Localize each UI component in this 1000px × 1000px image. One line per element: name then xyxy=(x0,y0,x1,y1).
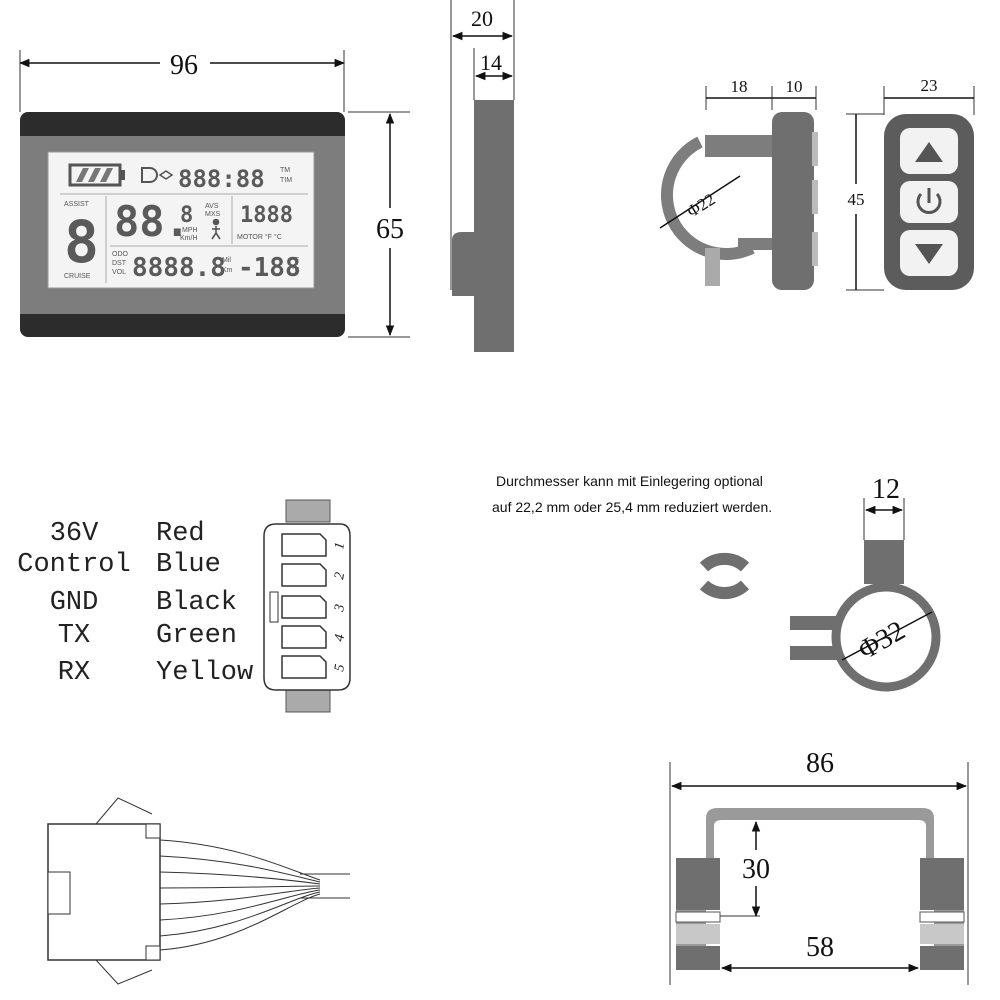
pin-5-signal: RX xyxy=(58,658,90,688)
clamp-ring-32 xyxy=(831,582,941,692)
celsius-label: °C xyxy=(292,266,300,274)
clamp-diameter-line xyxy=(659,175,741,229)
latch-bottom xyxy=(95,959,153,985)
vol-label: VOL xyxy=(112,269,126,276)
tim-label: TIM xyxy=(280,177,292,184)
pin-4-slot xyxy=(281,625,327,649)
clock-readout: 888:88 xyxy=(178,165,265,193)
bracket-height-label: 30 xyxy=(742,854,770,885)
pin-3-number: 3 xyxy=(332,603,348,613)
pin-2-color: Blue xyxy=(156,550,221,580)
mount-note-line-2: auf 22,2 mm oder 25,4 mm reduziert werde… xyxy=(492,499,772,515)
pin-4-signal: TX xyxy=(58,621,90,651)
odo-label: ODO xyxy=(112,251,129,258)
pin-2-signal: Control xyxy=(17,550,130,580)
bracket-left-pad-top xyxy=(676,858,720,910)
adapter-ring-top xyxy=(699,552,750,572)
km-label: Km xyxy=(222,267,233,274)
clamp-width-label: 18 xyxy=(731,77,748,96)
unit-side-body xyxy=(772,112,814,290)
pin-5-color: Yellow xyxy=(156,658,253,688)
down-arrow-icon xyxy=(915,244,943,264)
dst-label: DST xyxy=(112,260,127,267)
bracket-right-pad-top xyxy=(920,858,964,910)
bracket-inner-width-label: 58 xyxy=(806,932,834,963)
clamp-tab-bottom xyxy=(790,646,838,660)
mount-note-line-1: Durchmesser kann mit Einlegering optiona… xyxy=(496,473,763,489)
bracket-right-pad-bottom xyxy=(920,946,964,970)
odometer-readout: 8888.8 xyxy=(132,253,226,283)
pin-2-slot xyxy=(281,563,327,587)
unit-depth-label: 10 xyxy=(786,77,803,96)
latch-top xyxy=(95,797,153,825)
side-body-depth-label: 14 xyxy=(480,50,502,75)
bracket-outer-width-label: 86 xyxy=(806,748,834,779)
control-unit: 18 10 Φ22 23 45 xyxy=(659,76,975,291)
mount-section: Durchmesser kann mit Einlegering optiona… xyxy=(492,473,941,692)
speed-readout: 88. xyxy=(114,197,190,246)
eye-icon xyxy=(158,170,174,180)
mph-label: MPH xyxy=(182,227,198,234)
motor-label: MOTOR °F °C xyxy=(237,233,282,241)
pin-1-signal: 36V xyxy=(50,519,99,549)
pin-3-signal: GND xyxy=(50,588,99,618)
temperature-readout: -188 xyxy=(238,253,301,283)
unit-height-label: 45 xyxy=(848,190,865,209)
display-front-view: 96 888:88 TM TIM ASSIST 8 CRUISE 88. 8 xyxy=(18,50,410,338)
display-side-profile xyxy=(452,100,514,352)
avs-label: AVS xyxy=(205,203,219,210)
fahrenheit-label: °F xyxy=(292,256,299,264)
mil-label: Mil xyxy=(222,257,231,264)
unit-front-width-label: 23 xyxy=(921,76,938,95)
side-total-depth-label: 20 xyxy=(471,6,493,31)
pin-3-slot xyxy=(281,595,327,619)
display-height-label: 65 xyxy=(376,214,404,245)
clamp-block xyxy=(864,540,904,584)
wire-bundle xyxy=(159,839,350,951)
clamp-screw xyxy=(705,248,720,286)
mount-clamp-width-label: 12 xyxy=(872,474,900,505)
pin-3-color: Black xyxy=(156,588,237,618)
ring-diameter-line xyxy=(841,611,933,661)
pin-assignment-table: 36V Control GND TX RX Red Blue Black Gre… xyxy=(17,519,253,688)
pin-4-number: 4 xyxy=(332,633,348,642)
pin-4-color: Green xyxy=(156,621,237,651)
power-readout: 1888 xyxy=(240,203,293,228)
pin-5-slot xyxy=(281,655,327,679)
assist-label: ASSIST xyxy=(64,201,90,208)
clamp-tab-top xyxy=(790,616,838,630)
walk-assist-icon xyxy=(211,218,221,240)
display-side-view: 20 14 xyxy=(450,0,515,352)
bracket-section: 86 30 58 xyxy=(669,748,969,985)
pin-1-number: 1 xyxy=(332,541,348,550)
pin-5-number: 5 xyxy=(332,663,348,672)
clamp-ring xyxy=(660,136,755,261)
adapter-ring-bottom xyxy=(699,580,750,600)
up-arrow-icon xyxy=(915,142,943,162)
pin-1-slot xyxy=(281,533,327,557)
mxs-label: MXS xyxy=(205,211,221,218)
cruise-label: CRUISE xyxy=(64,273,91,280)
assist-level-digit: 8 xyxy=(64,208,99,276)
kmh-label: Km/H xyxy=(180,235,198,242)
headlight-icon xyxy=(141,167,158,183)
clamp-diameter-label: Φ22 xyxy=(684,189,719,221)
clamp-arm-top xyxy=(705,135,777,157)
pin-2-number: 2 xyxy=(332,571,348,580)
speed-decimal: 8 xyxy=(180,203,193,228)
pin-1-color: Red xyxy=(156,519,205,549)
display-width-label: 96 xyxy=(170,50,198,81)
lcd-contents: 888:88 TM TIM ASSIST 8 CRUISE 88. 8 AVS … xyxy=(60,163,308,283)
mount-diameter-label: Φ32 xyxy=(853,615,910,666)
connector-front-view: 1 2 3 4 5 xyxy=(263,499,351,713)
connector-side-view xyxy=(47,797,350,985)
power-icon xyxy=(916,188,942,214)
bracket-left-pad-bottom xyxy=(676,946,720,970)
tm-label: TM xyxy=(280,167,290,174)
